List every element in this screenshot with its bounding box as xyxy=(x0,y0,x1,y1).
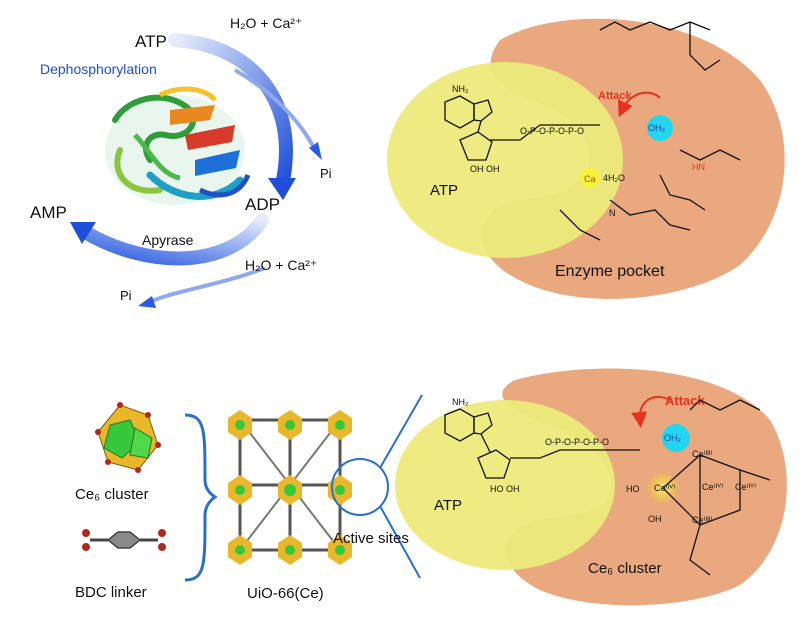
ce-iii-label-b: Ce⁽ᴵᴵᴵ⁾ xyxy=(692,515,712,525)
atp-molecule-bottom: NH₂ HO OH O-P-O-P-O-P-O xyxy=(444,397,640,494)
label-pi-1: Pi xyxy=(320,166,332,181)
label-apyrase: Apyrase xyxy=(142,232,194,248)
bracket xyxy=(184,413,218,582)
ca-label: Ca xyxy=(584,174,596,184)
phosphate-chain-bottom: O-P-O-P-O-P-O xyxy=(545,437,609,447)
arc-head-adp xyxy=(268,178,296,200)
atp-molecule-top: NH₂ OH OH O-P-O-P-O-P-O xyxy=(444,84,600,174)
active-site-highlight-circle xyxy=(331,458,389,516)
oh-label-ce: OH xyxy=(648,514,662,524)
label-atp: ATP xyxy=(135,32,167,51)
ho-label: HO xyxy=(626,484,640,494)
label-ce6-cluster-pocket: Ce₆ cluster xyxy=(588,560,662,577)
label-pi-2: Pi xyxy=(120,288,132,303)
label-h2o-ca-1: H₂O + Ca²⁺ xyxy=(230,15,302,31)
zoom-line-upper xyxy=(379,394,423,469)
attack-label-top: Attack xyxy=(598,90,633,102)
ce-iii-label-a: Ce⁽ᴵᴵᴵ⁾ xyxy=(692,449,712,459)
oh2-label: OH₂ xyxy=(648,123,666,133)
label-active-sites: Active sites xyxy=(333,530,409,547)
atp-substrate-blob-bottom xyxy=(395,400,615,570)
n-label: N xyxy=(609,208,616,218)
label-atp-top-right: ATP xyxy=(430,182,458,199)
atp-substrate-blob xyxy=(387,62,623,258)
ce6-pocket-panel: NH₂ HO OH O-P-O-P-O-P-O OH₂ Attack Ce⁽ᴵⱽ… xyxy=(395,368,787,606)
label-atp-bottom-right: ATP xyxy=(434,497,462,514)
label-uio66: UiO-66(Ce) xyxy=(247,585,324,602)
apyrase-protein-structure xyxy=(105,86,251,205)
label-adp: ADP xyxy=(245,195,280,214)
uio66-framework xyxy=(228,410,352,565)
nh2-label-bottom: NH₂ xyxy=(452,397,469,407)
label-enzyme-pocket: Enzyme pocket xyxy=(555,263,665,280)
ca-ion xyxy=(580,168,600,188)
ce-cluster-schematic: Ce⁽ᴵⱽ⁾ Ce⁽ᴵᴵᴵ⁾ Ce⁽ᴵⱽ⁾ Ce⁽ᴵⱽ⁾ Ce⁽ᴵᴵᴵ⁾ HO … xyxy=(626,399,771,576)
label-h2o-ca-2: H₂O + Ca²⁺ xyxy=(245,257,317,273)
h2o4-label: 4H₂O xyxy=(603,173,625,183)
enzyme-residues: HN N xyxy=(559,21,741,241)
pi-branch-arc-1 xyxy=(234,68,317,151)
label-bdc-linker: BDC linker xyxy=(75,584,147,601)
ce6-cluster-structure xyxy=(95,402,161,473)
ce-iv-label-c: Ce⁽ᴵⱽ⁾ xyxy=(735,482,756,492)
oh-label-bottom: HO OH xyxy=(490,484,520,494)
pi-branch-arc-2 xyxy=(149,266,266,304)
ce-iv-label-b: Ce⁽ᴵⱽ⁾ xyxy=(702,482,723,492)
phosphate-chain-top: O-P-O-P-O-P-O xyxy=(520,126,584,136)
label-amp: AMP xyxy=(30,203,67,222)
label-ce6-cluster: Ce₆ cluster xyxy=(75,486,149,503)
label-dephosphorylation: Dephosphorylation xyxy=(40,61,157,77)
bdc-linker-structure xyxy=(82,529,166,551)
mof-components-panel: Ce₆ cluster BDC linker xyxy=(75,394,423,602)
water-molecule-bottom xyxy=(662,424,690,452)
oh-label-1: OH OH xyxy=(470,164,500,174)
attack-arrow-top xyxy=(617,91,661,118)
oh2-label-bottom: OH₂ xyxy=(664,433,682,443)
cycle-arc-adp-amp xyxy=(78,213,269,266)
arc-head-amp xyxy=(70,222,96,244)
nh2-label: NH₂ xyxy=(452,84,469,94)
pi-branch-head-1 xyxy=(309,142,322,160)
cycle-arc-atp-adp xyxy=(168,33,293,192)
pi-branch-head-2 xyxy=(138,296,156,308)
water-molecule xyxy=(647,115,673,141)
ce-iv-label: Ce⁽ᴵⱽ⁾ xyxy=(654,483,675,493)
attack-arrow-bottom xyxy=(631,395,671,428)
enzyme-pocket-panel: NH₂ OH OH O-P-O-P-O-P-O Ca 4H₂O OH₂ Atta… xyxy=(387,18,785,299)
zoom-line-lower xyxy=(379,505,421,579)
hn-label: HN xyxy=(692,162,705,172)
apyrase-cycle-panel: ATP Dephosphorylation H₂O + Ca²⁺ Pi ADP … xyxy=(30,15,332,308)
